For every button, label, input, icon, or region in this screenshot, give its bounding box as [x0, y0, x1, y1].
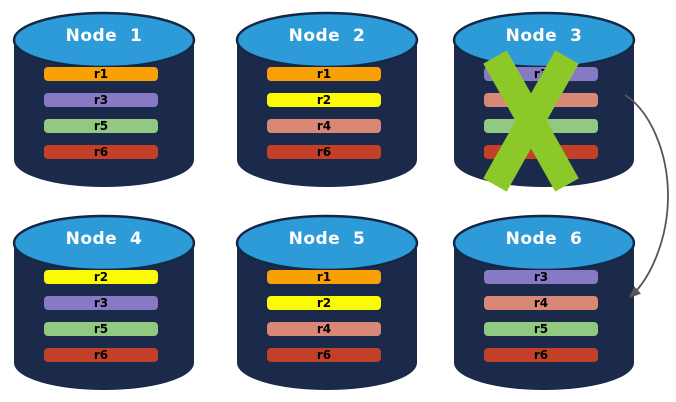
replica-bar: r4: [484, 296, 598, 310]
replica-bar: r2: [44, 270, 158, 284]
replica-bar: r5: [44, 119, 158, 133]
replica-bar: r5: [484, 322, 598, 336]
replica-list: r3 r4 r5 r6: [484, 270, 598, 374]
failover-arrow: [624, 94, 669, 299]
replica-bar: r1: [44, 67, 158, 81]
replica-bar: r3: [484, 270, 598, 284]
node-1: Node 1 r1 r3 r5 r6: [11, 9, 197, 191]
node-title: Node 3: [505, 26, 583, 46]
node-5: Node 5 r1 r2 r4 r6: [234, 212, 420, 394]
node-title: Node 2: [288, 26, 366, 46]
replica-bar: r1: [267, 67, 381, 81]
replica-list: r1 r3 r5 r6: [44, 67, 158, 171]
node-4: Node 4 r2 r3 r5 r6: [11, 212, 197, 394]
replica-list: r2 r3 r5 r6: [44, 270, 158, 374]
node-title: Node 4: [65, 229, 143, 249]
replica-list: r1 r2 r4 r6: [267, 270, 381, 374]
node-title: Node 1: [65, 26, 143, 46]
node-title: Node 6: [505, 229, 583, 249]
replica-bar: r3: [44, 93, 158, 107]
node-3: Node 3 r3 r4 r5 r6: [451, 9, 637, 192]
failure-x-icon: [483, 50, 579, 192]
replica-bar: r6: [44, 145, 158, 159]
replica-bar: r6: [267, 145, 381, 159]
replica-bar: r6: [267, 348, 381, 362]
replica-bar: r6: [484, 348, 598, 362]
node-2: Node 2 r1 r2 r4 r6: [234, 9, 420, 191]
replica-bar: r1: [267, 270, 381, 284]
replica-bar: r2: [267, 93, 381, 107]
replica-list: r1 r2 r4 r6: [267, 67, 381, 171]
replica-bar: r2: [267, 296, 381, 310]
replica-bar: r5: [44, 322, 158, 336]
replica-bar: r4: [267, 119, 381, 133]
node-6: Node 6 r3 r4 r5 r6: [451, 212, 637, 394]
replica-bar: r6: [44, 348, 158, 362]
replica-bar: r3: [44, 296, 158, 310]
replica-bar: r4: [267, 322, 381, 336]
node-title: Node 5: [288, 229, 366, 249]
